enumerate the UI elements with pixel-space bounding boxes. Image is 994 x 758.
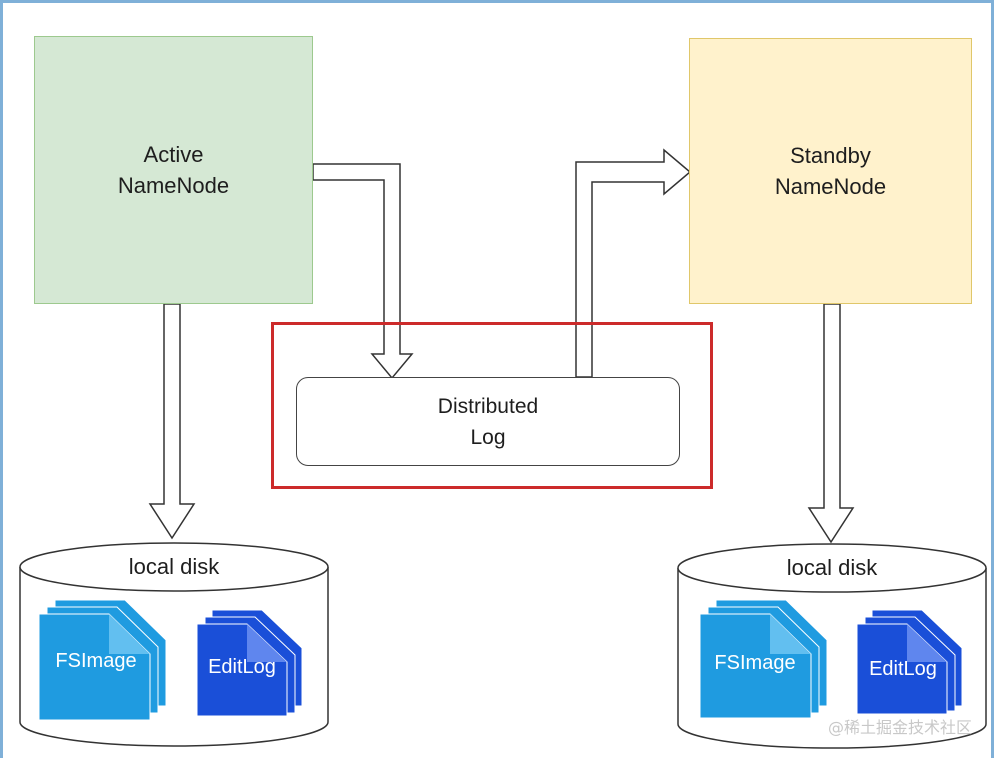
fsimage-label-left: FSImage (55, 650, 137, 672)
editlog-icon-right (856, 609, 963, 715)
distributed-log-box: Distributed Log (296, 377, 680, 466)
active-namenode-box: Active NameNode (34, 36, 313, 304)
active-namenode-line2: NameNode (117, 173, 230, 198)
distributed-log-highlight (271, 322, 713, 489)
distributed-log-line1: Distributed (437, 394, 539, 418)
active-namenode-line1: Active (143, 142, 204, 167)
editlog-icon-left (196, 609, 303, 717)
standby-namenode-box: Standby NameNode (689, 38, 972, 304)
arrow-active-to-disk (148, 303, 196, 540)
arrow-standby-to-disk (807, 303, 855, 544)
standby-namenode-line1: Standby (790, 143, 871, 168)
editlog-label-left: EditLog (208, 656, 276, 678)
watermark-text: @稀土掘金技术社区 (827, 718, 972, 737)
fsimage-icon-left (38, 599, 167, 721)
local-disk-left-label: local disk (128, 554, 220, 579)
fsimage-icon-right (699, 599, 828, 719)
editlog-label-right: EditLog (869, 658, 937, 680)
local-disk-right-label: local disk (786, 555, 878, 580)
fsimage-label-right: FSImage (714, 652, 796, 674)
arrow-log-to-standby (575, 148, 692, 378)
standby-namenode-line2: NameNode (774, 174, 887, 199)
distributed-log-line2: Log (470, 425, 506, 449)
